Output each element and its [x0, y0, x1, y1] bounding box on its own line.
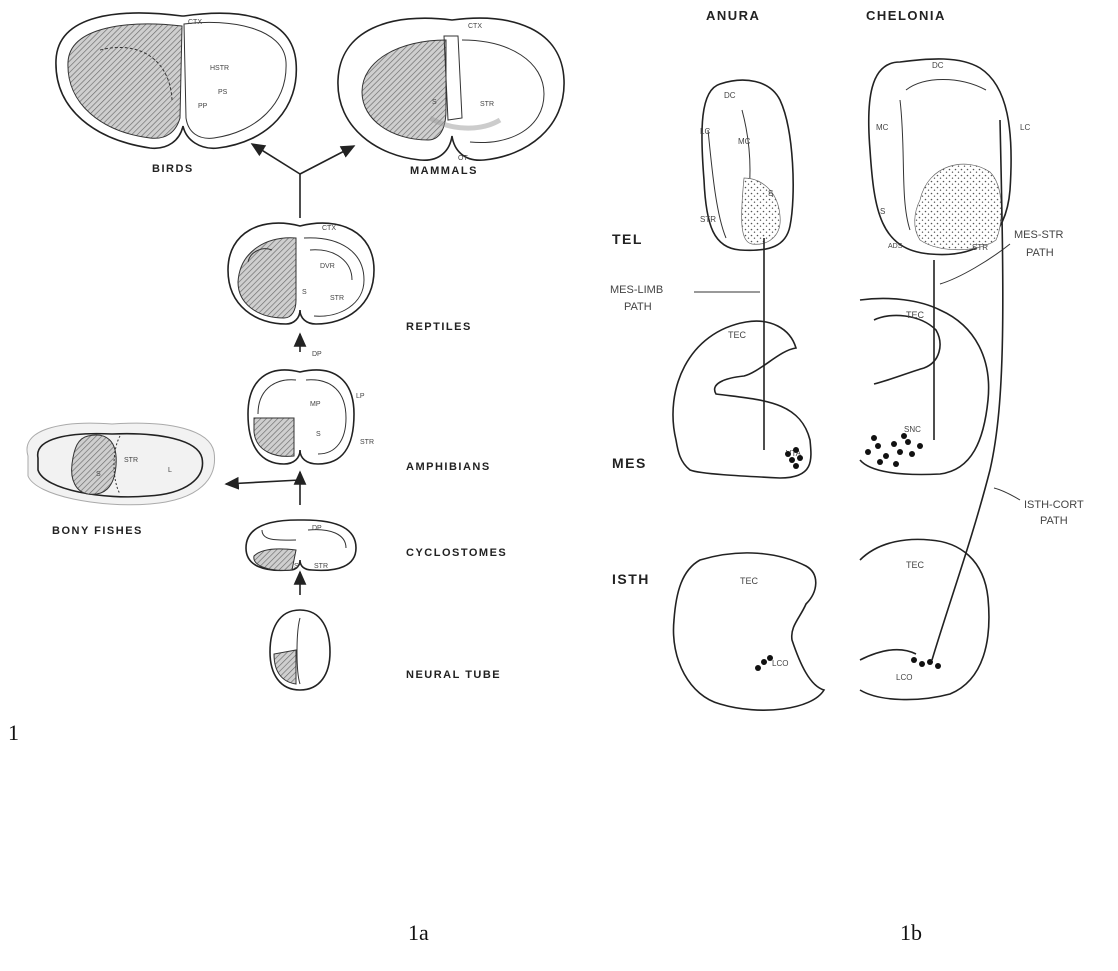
anura-isth-tec: TEC [740, 576, 759, 586]
mes-limb-line1: MES-LIMB [610, 284, 663, 296]
birds-label-pp: PP [198, 103, 208, 110]
isth-cort-line1: ISTH-CORT [1024, 499, 1084, 511]
birds-brain-section: CTX HSTR PS PP [56, 13, 296, 148]
chelonia-isthmus: TEC LCO [860, 539, 989, 699]
isth-cort-path-label: ISTH-CORT PATH [994, 488, 1084, 527]
fishes-label-str: STR [124, 457, 138, 464]
anura-mesencephalon: TEC VTA [673, 321, 811, 478]
anura-lco: LCO [772, 659, 788, 668]
cyclostomes-label-str: STR [314, 563, 328, 570]
chelonia-lc: LC [1020, 123, 1030, 132]
mammals-label-s: S [432, 99, 437, 106]
reptiles-brain-section: CTX DVR S STR [228, 223, 374, 324]
level-isth: ISTH [612, 571, 650, 587]
amphibians-label: AMPHIBIANS [406, 461, 491, 473]
mammals-label: MAMMALS [410, 165, 478, 177]
mammals-label-ot: OT [458, 155, 468, 162]
neural-tube-section [270, 610, 330, 690]
cyclostomes-label-s: S [294, 563, 299, 570]
anura-telencephalon: DC LC MC S STR [700, 80, 793, 250]
anura-lc: LC [700, 127, 710, 136]
mes-str-line2: PATH [1026, 247, 1054, 259]
mes-limb-line2: PATH [624, 301, 652, 313]
mammals-label-str: STR [480, 101, 494, 108]
reptiles-label-str: STR [330, 295, 344, 302]
reptiles-label-dvr: DVR [320, 263, 335, 270]
level-tel: TEL [612, 231, 643, 247]
cyclostomes-brain-section: DP S STR [246, 520, 356, 570]
panel-1a: CTX HSTR PS PP BIRDS CTX S STR OT MAMMAL… [27, 13, 564, 690]
chelonia-ads: ADS [888, 243, 903, 250]
amphibians-label-lp: LP [356, 393, 365, 400]
cyclostomes-label-dp: DP [312, 525, 322, 532]
reptiles-label-ctx: CTX [322, 225, 336, 232]
anura-mes-tec: TEC [728, 330, 747, 340]
amphibians-label-mp: MP [310, 401, 321, 408]
reptiles-label: REPTILES [406, 321, 472, 333]
chelonia-mes-tec: TEC [906, 310, 925, 320]
birds-label-ctx: CTX [188, 19, 202, 26]
chelonia-lco-cells [911, 657, 941, 669]
chelonia-str: STR [972, 243, 988, 252]
panel-1b: ANURA CHELONIA TEL MES ISTH DC LC MC S S… [610, 8, 1084, 710]
anura-mc: MC [738, 137, 751, 146]
chelonia-mesencephalon: TEC SNC [860, 298, 989, 474]
chelonia-mc: MC [876, 123, 889, 132]
mes-str-line1: MES-STR [1014, 229, 1064, 241]
chelonia-snc: SNC [904, 425, 921, 434]
mammals-label-ctx: CTX [468, 23, 482, 30]
mes-limb-path-label: MES-LIMB PATH [610, 284, 760, 313]
anura-dc: DC [724, 91, 736, 100]
isth-cort-line2: PATH [1040, 515, 1068, 527]
reptiles-label-s: S [302, 289, 307, 296]
amphibians-label-str: STR [360, 439, 374, 446]
birds-label-ps: PS [218, 89, 228, 96]
amphibians-label-dp: DP [312, 351, 322, 358]
anura-str: STR [700, 215, 716, 224]
fishes-label-s: S [96, 471, 101, 478]
birds-label-hstr: HSTR [210, 65, 229, 72]
chelonia-telencephalon: DC LC MC S ADS STR [869, 59, 1031, 255]
neural-tube-label: NEURAL TUBE [406, 669, 501, 681]
cyclostomes-label: CYCLOSTOMES [406, 547, 507, 559]
anura-column-title: ANURA [706, 8, 760, 23]
chelonia-s: S [880, 207, 885, 216]
mammals-brain-section: CTX S STR OT [338, 18, 564, 162]
level-mes: MES [612, 455, 647, 471]
chelonia-column-title: CHELONIA [866, 8, 946, 23]
chelonia-dc: DC [932, 61, 944, 70]
anura-s: S [768, 189, 773, 198]
chelonia-isth-tec: TEC [906, 560, 925, 570]
chelonia-snc-cells [865, 433, 923, 467]
bony-fishes-label: BONY FISHES [52, 525, 143, 537]
caption-1a: 1a [408, 920, 429, 945]
amphibians-label-s: S [316, 431, 321, 438]
amphibians-brain-section: DP LP MP S STR [248, 351, 374, 464]
bony-fishes-brain-section: STR S L [27, 423, 215, 505]
chelonia-lco: LCO [896, 673, 912, 682]
fishes-label-l: L [168, 467, 172, 474]
anura-lco-cells [755, 655, 773, 671]
caption-1b: 1b [900, 920, 922, 945]
figure-number: 1 [8, 720, 19, 745]
anura-isthmus: TEC LCO [673, 553, 824, 710]
birds-label: BIRDS [152, 163, 194, 175]
